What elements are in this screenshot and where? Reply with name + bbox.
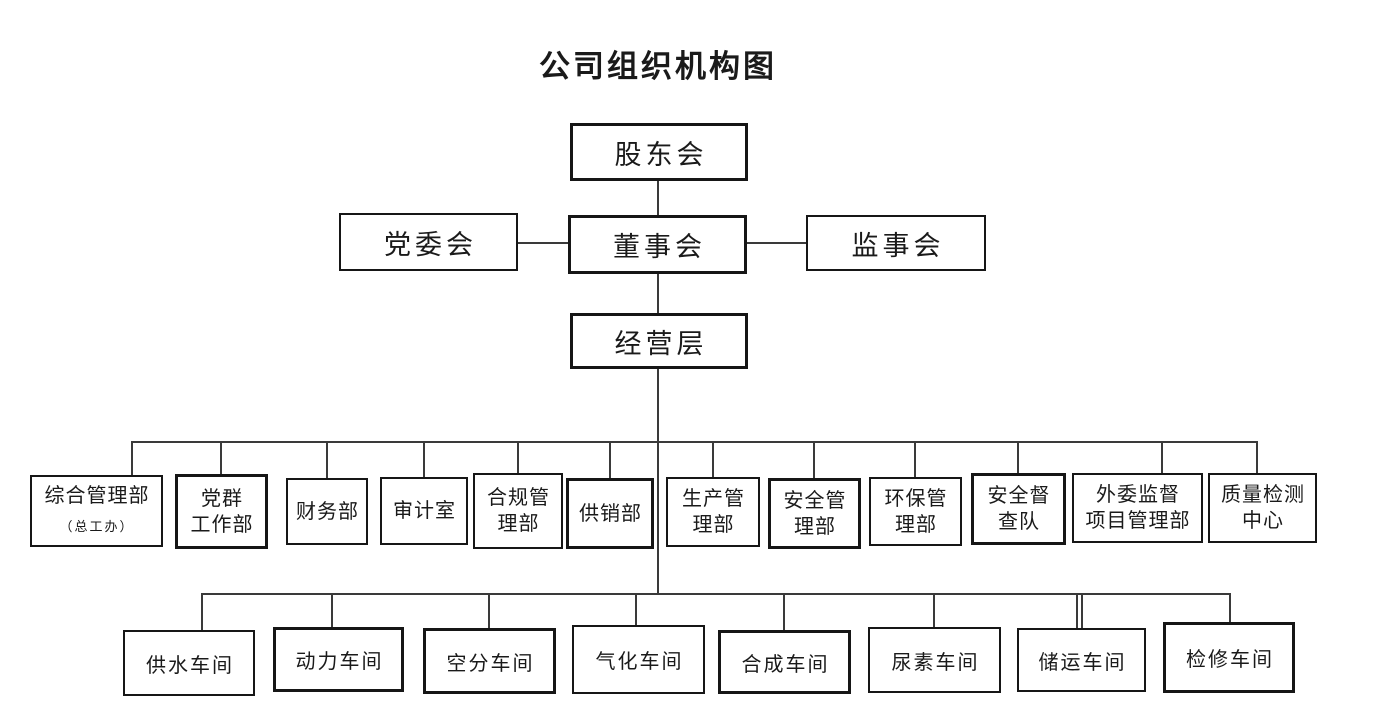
box-label: 气化车间 [595,651,684,673]
connector-drop-finance [326,441,328,478]
connector-trunk-line [657,369,659,595]
connector-drop-general-management [131,441,133,475]
connector-department-bus [132,441,1258,443]
connector-drop-compliance [517,441,519,473]
dept-production-management: 生产管理部 [666,477,760,547]
box-label: 财务部 [296,500,359,523]
connector-board-supervisory [747,242,806,244]
dept-outsourced-project-management: 外委监督项目管理部 [1072,473,1203,543]
box-label: 党委会 [384,229,477,260]
dept-environmental-management: 环保管理部 [869,477,962,546]
connector-shareholders-board [657,181,659,215]
workshop-storage-transport: 储运车间 [1017,628,1146,692]
connector-drop-synthesis [783,593,785,630]
workshop-synthesis: 合成车间 [718,630,851,694]
box-shareholders-meeting: 股东会 [570,123,748,181]
box-sublabel: （总工办） [59,518,135,534]
dept-quality-testing-center: 质量检测中心 [1208,473,1317,543]
connector-drop-storage-transport-left [1076,593,1078,628]
workshop-air-separation: 空分车间 [423,628,556,694]
page-title: 公司组织机构图 [539,49,777,84]
connector-drop-outsourced-projects [1161,441,1163,473]
connector-drop-quality-testing [1256,441,1258,473]
connector-drop-supply-marketing [609,441,611,478]
connector-party-board [518,242,568,244]
connector-drop-production [712,441,714,477]
dept-party-masses-work: 党群工作部 [175,474,268,549]
workshop-maintenance: 检修车间 [1163,622,1295,693]
dept-general-management: 综合管理部 （总工办） [30,475,163,547]
box-label: 检修车间 [1186,649,1274,671]
box-label: 安全督查队 [987,485,1051,533]
box-party-committee: 党委会 [339,213,518,271]
box-label: 安全管理部 [783,489,847,538]
workshop-urea: 尿素车间 [868,627,1001,693]
dept-finance: 财务部 [286,478,368,545]
box-board-of-directors: 董事会 [568,215,747,274]
dept-audit-office: 审计室 [380,477,468,545]
box-label: 空分车间 [446,652,535,675]
connector-drop-storage-transport-right [1081,593,1083,628]
box-management-team: 经营层 [570,313,748,369]
box-label: 供水车间 [146,654,234,677]
connector-drop-urea [933,593,935,627]
connector-drop-audit [423,441,425,477]
connector-drop-safety-supervision [1017,441,1019,473]
connector-drop-air-separation [488,593,490,628]
connector-drop-water-supply [201,593,203,630]
box-label: 合规管理部 [487,487,550,535]
connector-workshop-bus [202,593,1231,595]
dept-supply-marketing: 供销部 [566,478,654,549]
box-label: 供销部 [579,502,642,525]
box-label: 动力车间 [295,651,384,673]
box-label: 质量检测中心 [1221,484,1305,532]
connector-drop-party-masses [220,441,222,474]
connector-board-management [657,274,659,313]
dept-safety-supervision-team: 安全督查队 [971,473,1066,545]
box-label: 尿素车间 [891,651,980,674]
box-label: 监事会 [851,230,945,261]
workshop-gasification: 气化车间 [572,625,705,694]
box-label: 外委监督项目管理部 [1085,484,1191,532]
box-label: 综合管理部 [44,484,150,507]
connector-drop-power [331,593,333,627]
box-label: 储运车间 [1038,651,1127,674]
connector-drop-safety [813,441,815,478]
workshop-power: 动力车间 [273,627,404,692]
box-label: 党群工作部 [190,487,254,536]
connector-drop-maintenance [1229,593,1231,622]
connector-drop-gasification [635,593,637,625]
box-label: 股东会 [614,139,708,170]
box-label: 环保管理部 [884,487,948,536]
box-label: 董事会 [613,232,706,262]
box-supervisory-board: 监事会 [806,215,986,271]
box-label: 审计室 [393,500,456,522]
box-label: 生产管理部 [682,488,745,536]
dept-safety-management: 安全管理部 [768,478,861,549]
connector-drop-environmental [914,441,916,477]
box-label: 合成车间 [741,653,830,676]
workshop-water-supply: 供水车间 [123,630,255,696]
dept-compliance-management: 合规管理部 [473,473,563,549]
box-label: 经营层 [614,328,708,359]
